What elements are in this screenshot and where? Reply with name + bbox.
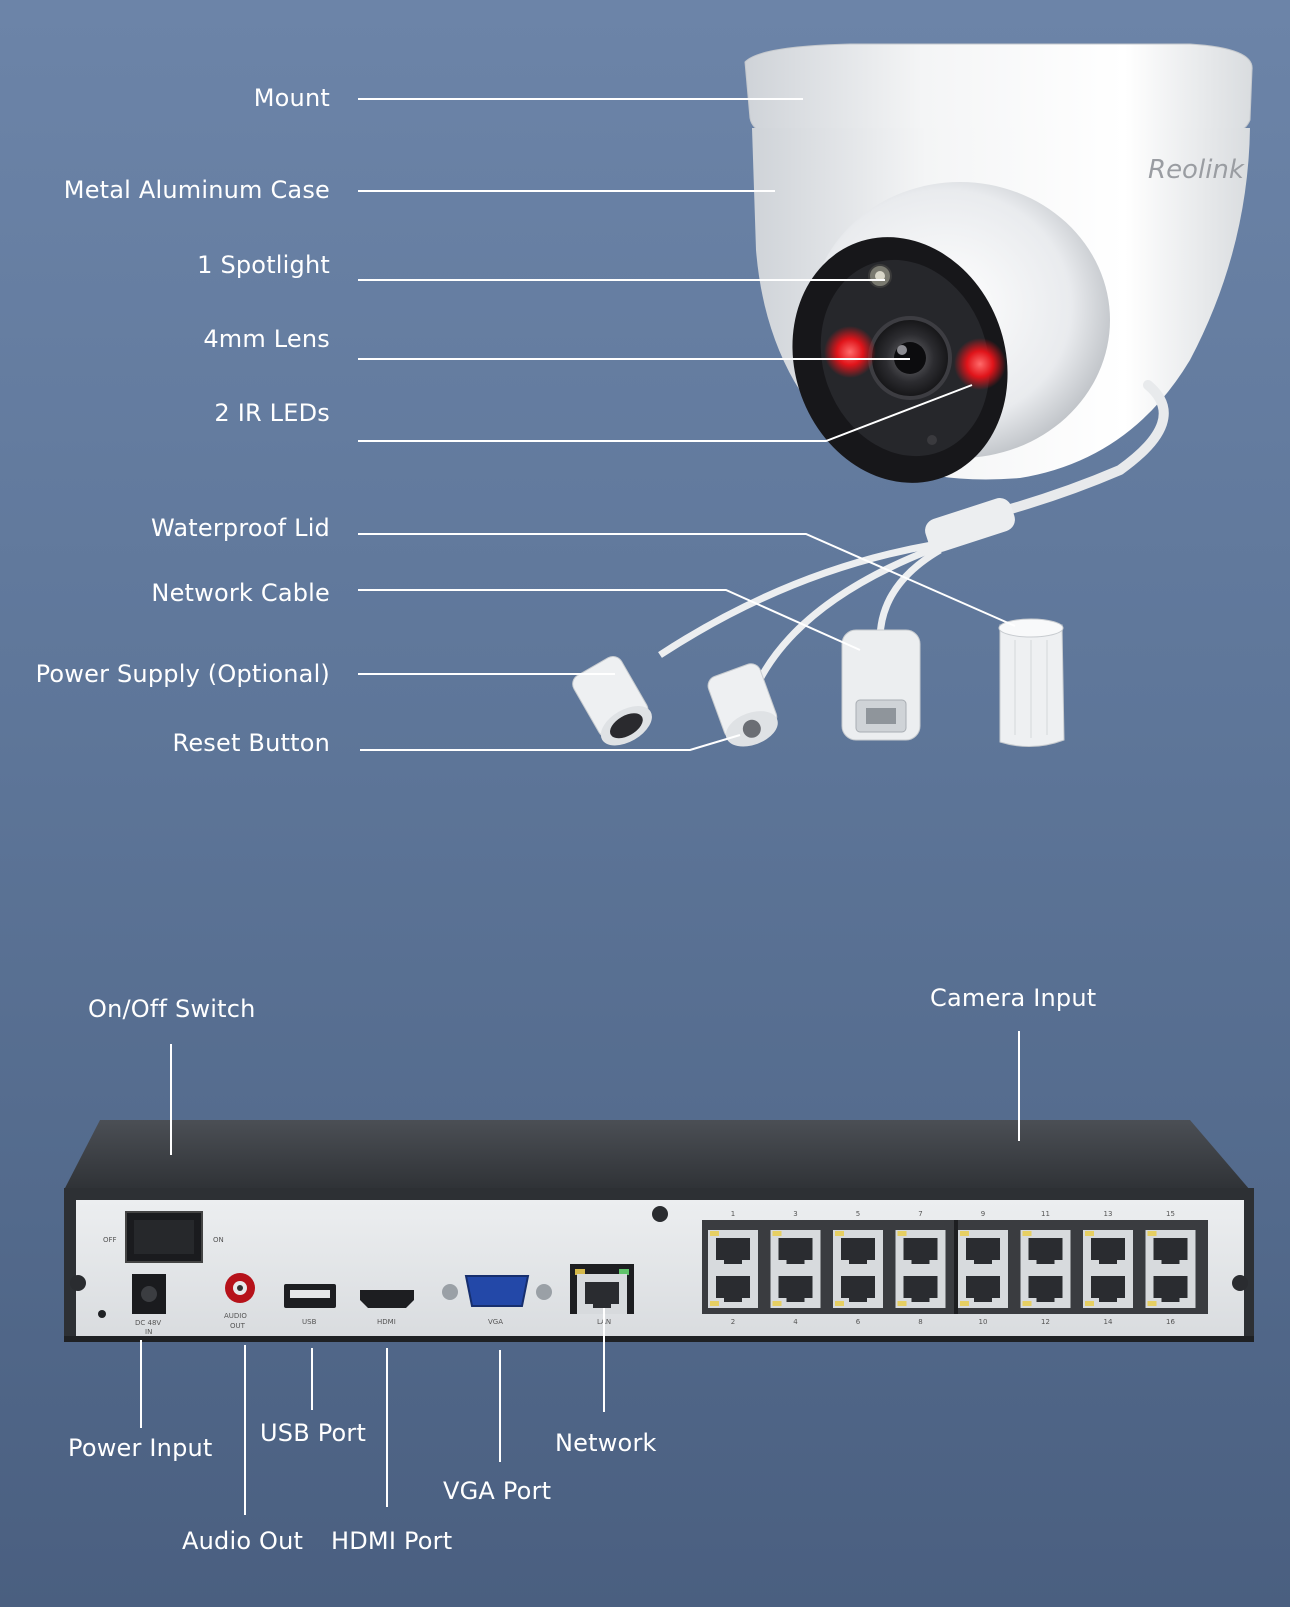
- cable-joint: [925, 498, 1015, 552]
- port-number-label: 1: [731, 1210, 735, 1218]
- camera-leader-lines: [358, 98, 1016, 751]
- port-status-led: [1085, 1231, 1094, 1236]
- port-number-label: 5: [856, 1210, 860, 1218]
- rj45-connector: [841, 629, 921, 741]
- callout-waterproof-lid: Waterproof Lid: [150, 514, 330, 542]
- nvr-top-cover: [64, 1120, 1250, 1190]
- switch-on-label: ON: [213, 1236, 224, 1244]
- camera-illustration: Reolink: [358, 43, 1253, 751]
- callout-power-supply: Power Supply (Optional): [35, 660, 330, 688]
- callout-camera-input: Camera Input: [930, 984, 1097, 1012]
- main-cable: [965, 380, 1169, 525]
- port-number-label: 15: [1166, 1210, 1175, 1218]
- callout-vga-port: VGA Port: [443, 1477, 552, 1505]
- ir-led-left: [824, 326, 876, 378]
- port-status-led: [835, 1231, 844, 1236]
- vga-label: VGA: [488, 1318, 503, 1326]
- reset-connector: [707, 663, 778, 747]
- vga-port[interactable]: [464, 1275, 530, 1307]
- nvr-leader-lines: [140, 1031, 1020, 1515]
- callout-usb-port: USB Port: [260, 1419, 367, 1447]
- port-status-led: [960, 1231, 969, 1236]
- callout-power-input: Power Input: [68, 1434, 213, 1462]
- port-status-led: [772, 1301, 782, 1306]
- port-number-label: 8: [918, 1318, 922, 1326]
- port-status-led: [710, 1301, 719, 1306]
- port-number-label: 7: [918, 1210, 922, 1218]
- switch-off-label: OFF: [103, 1236, 117, 1244]
- audio-label-bottom: OUT: [230, 1322, 246, 1330]
- hdmi-label: HDMI: [377, 1318, 396, 1326]
- port-number-label: 6: [856, 1318, 861, 1326]
- port-number-label: 16: [1166, 1318, 1175, 1326]
- port-number-label: 2: [731, 1318, 735, 1326]
- callout-network: Network: [555, 1429, 657, 1457]
- port-number-label: 9: [981, 1210, 985, 1218]
- port-status-led: [835, 1301, 844, 1306]
- port-status-led: [1022, 1231, 1032, 1236]
- port-status-led: [960, 1301, 969, 1306]
- dc-in-label: IN: [145, 1328, 152, 1336]
- callout-reset-button: Reset Button: [172, 729, 330, 757]
- callout-lens: 4mm Lens: [203, 325, 330, 353]
- ir-led-right: [954, 338, 1006, 390]
- callout-metal-case: Metal Aluminum Case: [63, 176, 330, 204]
- port-status-led: [1085, 1301, 1094, 1306]
- callout-network-cable: Network Cable: [151, 579, 330, 607]
- callout-mount: Mount: [253, 84, 330, 112]
- port-number-label: 13: [1104, 1210, 1113, 1218]
- port-status-led: [897, 1301, 907, 1306]
- port-status-led: [1147, 1231, 1157, 1236]
- callout-on-off-switch: On/Off Switch: [88, 995, 256, 1023]
- usb-label: USB: [302, 1318, 317, 1326]
- callout-spotlight: 1 Spotlight: [197, 251, 330, 279]
- port-number-label: 3: [793, 1210, 797, 1218]
- port-number-label: 11: [1041, 1210, 1050, 1218]
- port-number-label: 14: [1104, 1318, 1113, 1326]
- waterproof-lid-part: [998, 618, 1065, 748]
- audio-label-top: AUDIO: [224, 1312, 247, 1320]
- port-number-label: 10: [979, 1318, 988, 1326]
- port-status-led: [710, 1231, 719, 1236]
- port-status-led: [1022, 1301, 1032, 1306]
- port-status-led: [772, 1231, 782, 1236]
- dc-label: DC 48V: [135, 1319, 161, 1327]
- callout-audio-out: Audio Out: [182, 1527, 304, 1555]
- port-status-led: [1147, 1301, 1157, 1306]
- dc-power-connector: [572, 656, 652, 746]
- hdmi-port[interactable]: [360, 1290, 414, 1308]
- port-number-label: 12: [1041, 1318, 1050, 1326]
- port-status-led: [897, 1231, 907, 1236]
- brand-logo: Reolink: [1148, 155, 1245, 185]
- callout-ir-leds: 2 IR LEDs: [214, 399, 330, 427]
- callout-hdmi-port: HDMI Port: [331, 1527, 453, 1555]
- port-number-label: 4: [793, 1318, 798, 1326]
